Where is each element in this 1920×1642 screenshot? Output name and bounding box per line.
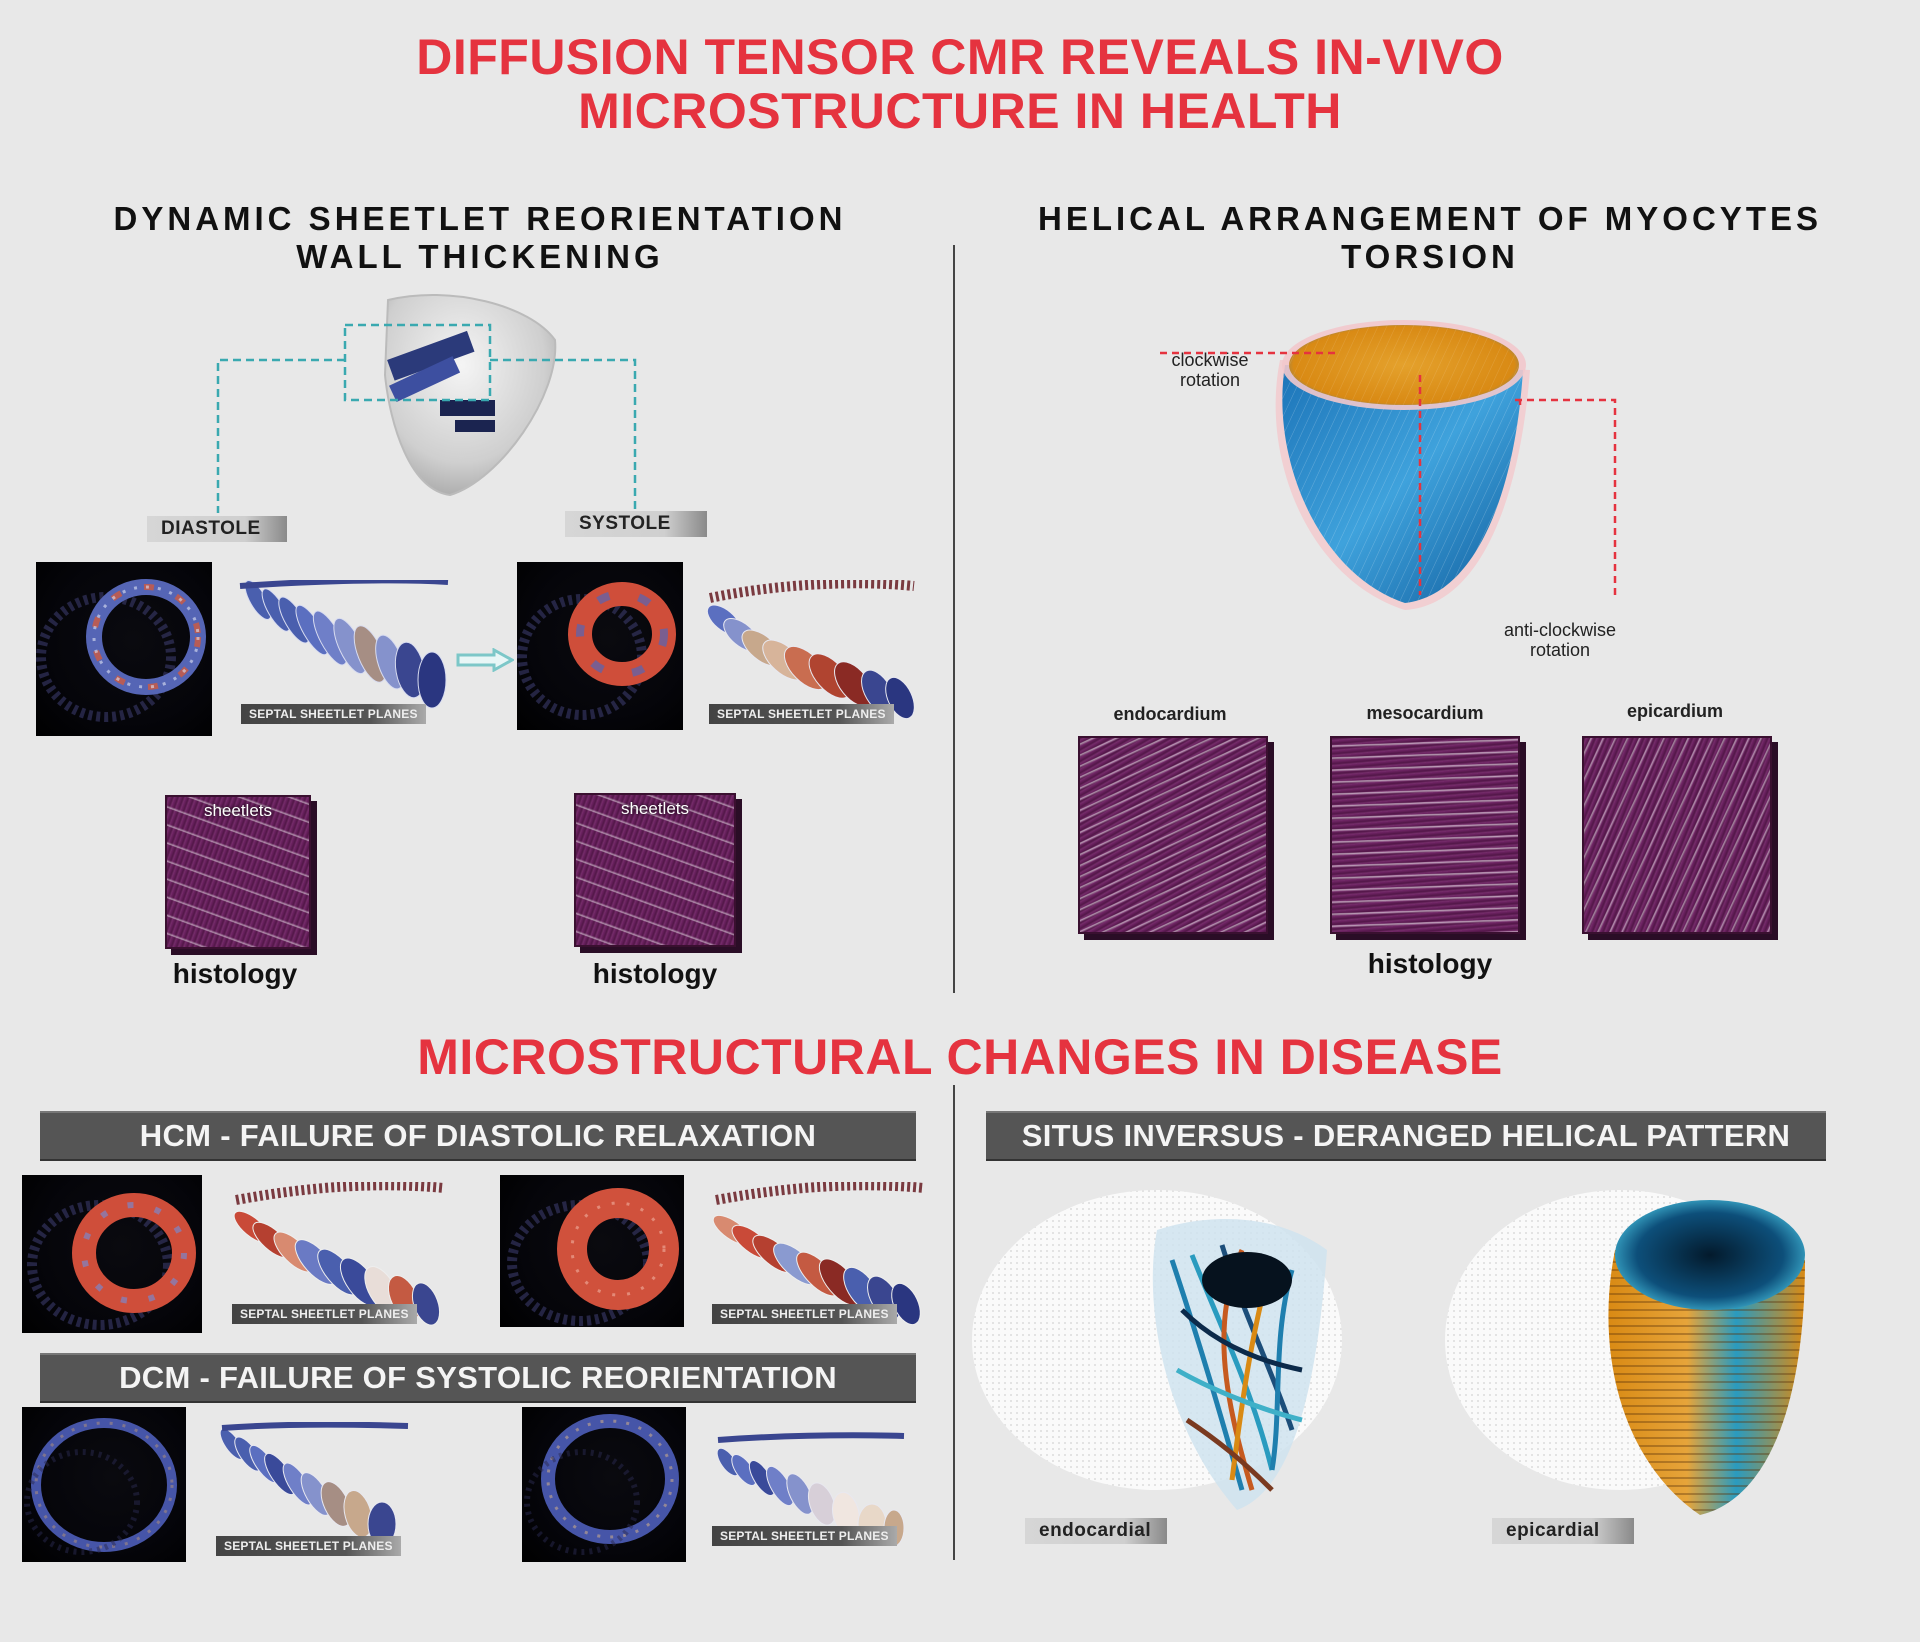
connector-endocardium — [1160, 351, 1335, 355]
sheetlets-label-diastole: sheetlets — [203, 801, 273, 820]
hcm-systole-scan — [500, 1175, 684, 1327]
hcm-systole-sheet-tag: SEPTAL SHEETLET PLANES — [712, 1304, 897, 1324]
connector-diastole — [216, 358, 345, 513]
histology-label-layers: histology — [1367, 948, 1493, 979]
hcm-systole-sheetlets — [712, 1182, 925, 1326]
anticlockwise-rotation-label: anti-clockwise rotation — [1503, 620, 1617, 660]
endocardial-tag: endocardial — [1025, 1518, 1167, 1544]
systole-tag: SYSTOLE — [565, 511, 707, 537]
systole-histology-block: sheetlets — [574, 793, 736, 947]
epicardial-tag: epicardial — [1492, 1518, 1634, 1544]
main-title-line1: DIFFUSION TENSOR CMR REVEALS IN-VIVO — [416, 29, 1504, 85]
epicardium-histology-block — [1582, 736, 1772, 934]
diastole-histology-block: sheetlets — [165, 795, 311, 949]
disease-title: MICROSTRUCTURAL CHANGES IN DISEASE — [417, 1029, 1503, 1085]
lv-shell — [383, 293, 557, 497]
left-heading-1: DYNAMIC SHEETLET REORIENTATION — [113, 200, 847, 237]
diastole-sheetlet-planes — [239, 580, 449, 709]
systole-dt-cmr-scan — [517, 562, 683, 730]
dcm-banner: DCM - FAILURE OF SYSTOLIC REORIENTATION — [40, 1353, 916, 1403]
sheetlet-cluster — [387, 330, 495, 432]
mesocardium-histology-block — [1330, 736, 1520, 934]
lv-sheetlet-diagram — [216, 293, 637, 513]
zoom-box — [343, 323, 492, 402]
diastole-sheet-tag: SEPTAL SHEETLET PLANES — [241, 704, 426, 724]
left-heading-2: WALL THICKENING — [296, 238, 664, 275]
transition-arrow-icon — [456, 648, 514, 672]
dcm-systole-sheet-tag: SEPTAL SHEETLET PLANES — [712, 1526, 897, 1546]
histology-label-systole: histology — [592, 958, 718, 989]
dcm-diastole-sheetlets — [219, 1422, 409, 1547]
clockwise-rotation-label: clockwise rotation — [1171, 350, 1249, 390]
diastole-dt-cmr-scan — [36, 562, 212, 736]
histology-label-diastole: histology — [172, 958, 298, 989]
hcm-diastole-sheet-tag: SEPTAL SHEETLET PLANES — [232, 1304, 417, 1324]
section-divider-bottom — [953, 1085, 955, 1560]
endocardium-histology-block — [1078, 736, 1268, 934]
dcm-diastole-sheet-tag: SEPTAL SHEETLET PLANES — [216, 1536, 401, 1556]
dcm-systole-scan — [522, 1407, 686, 1562]
systole-sheet-tag: SEPTAL SHEETLET PLANES — [709, 704, 894, 724]
main-title-line2: MICROSTRUCTURE IN HEALTH — [578, 83, 1342, 139]
epicardium-label: epicardium — [1626, 701, 1724, 721]
situs-banner: SITUS INVERSUS - DERANGED HELICAL PATTER… — [986, 1111, 1826, 1161]
right-heading-1: HELICAL ARRANGEMENT OF MYOCYTES — [1037, 200, 1823, 237]
connector-epicardium — [1515, 398, 1617, 595]
dcm-diastole-scan — [22, 1407, 186, 1562]
lv-helical-fiber-diagram — [1160, 320, 1617, 610]
connector-systole — [490, 358, 637, 510]
situs-epicardial-render — [1445, 1190, 1805, 1515]
hcm-banner: HCM - FAILURE OF DIASTOLIC RELAXATION — [40, 1111, 916, 1161]
endocardium-label: endocardium — [1113, 704, 1227, 724]
situs-endocardial-render — [972, 1190, 1342, 1510]
right-heading-2: TORSION — [1341, 238, 1519, 275]
section-divider-top — [953, 245, 955, 993]
diastole-tag: DIASTOLE — [147, 516, 287, 542]
mesocardium-label: mesocardium — [1366, 703, 1484, 723]
sheetlets-label-systole: sheetlets — [620, 799, 690, 818]
hcm-diastole-scan — [22, 1175, 202, 1333]
epicardial-cavity — [1615, 1200, 1805, 1310]
